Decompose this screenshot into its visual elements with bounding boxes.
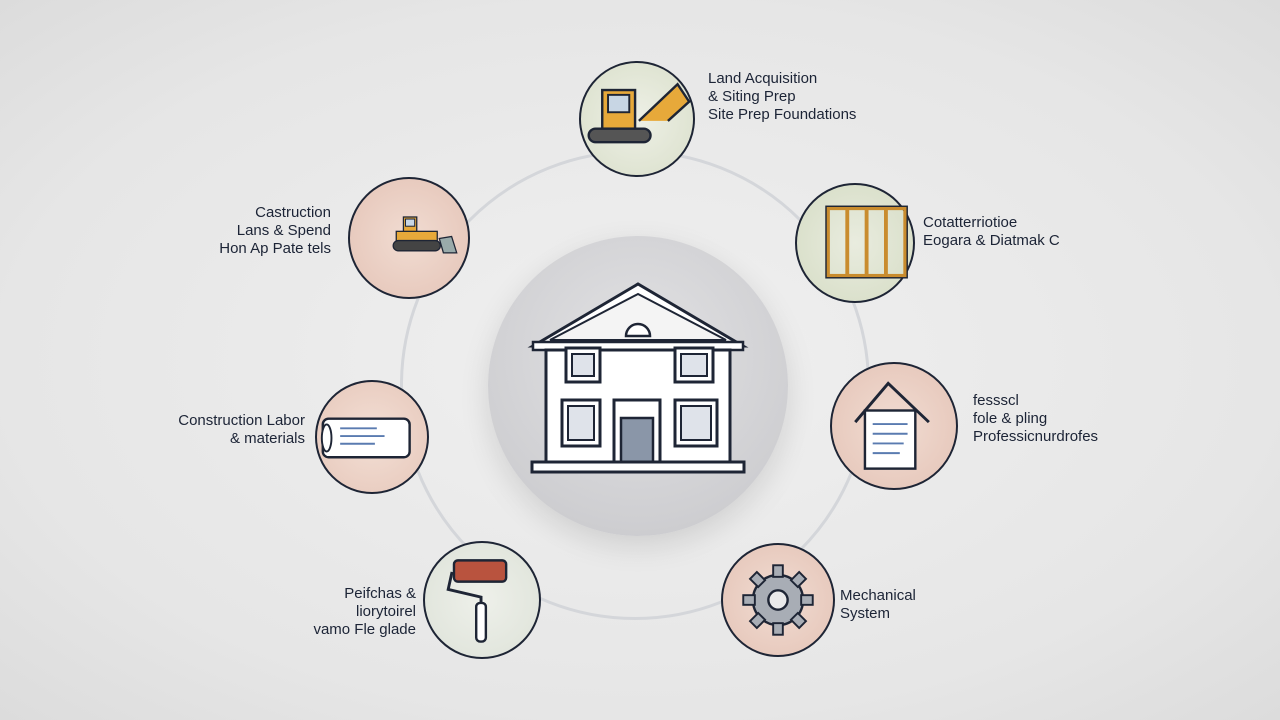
label-line: fessscl — [973, 392, 1019, 409]
label-line: Hon Ap Pate tels — [219, 240, 331, 257]
label-labor-materials: Construction Labor & materials — [150, 412, 305, 448]
paint-roller-icon — [446, 559, 508, 643]
node-professional-fees[interactable] — [830, 362, 958, 490]
label-line: Cotatterriotioe — [923, 214, 1018, 231]
label-construction: Castruction Lans & Spend Hon Ap Pate tel… — [200, 204, 331, 258]
label-line: Mechanical — [840, 587, 916, 604]
label-line: vamo Fle glade — [313, 621, 416, 638]
label-line: fole & pling — [973, 410, 1048, 427]
label-line: Land Acquisition — [708, 70, 818, 87]
node-framing[interactable] — [795, 183, 915, 303]
node-mechanical-system[interactable] — [721, 543, 835, 657]
framing-icon — [825, 205, 908, 279]
label-line: Eogara & Diatmak C — [923, 232, 1060, 249]
materials-roll-icon — [320, 417, 411, 459]
label-mechanical-system: Mechanical System — [840, 587, 916, 623]
label-line: & Siting Prep — [708, 88, 796, 105]
label-finishes: Peifchas & liorytoirel vamo Fle glade — [290, 585, 416, 639]
excavator-icon — [587, 82, 691, 144]
label-line: Site Prep Foundations — [708, 106, 857, 123]
label-line: Professicnurdrofes — [973, 428, 1099, 445]
label-framing: Cotatterriotioe Eogara & Diatmak C — [923, 214, 1060, 250]
label-professional-fees: fessscl fole & pling Professicnurdrofes — [973, 392, 1098, 446]
house-icon — [527, 282, 749, 474]
label-line: liorytoirel — [355, 603, 416, 620]
node-land-acquisition[interactable] — [579, 61, 695, 177]
label-line: Construction Labor — [178, 412, 305, 429]
node-construction[interactable] — [348, 177, 470, 299]
center-house-node — [488, 236, 788, 536]
label-line: System — [840, 605, 891, 622]
label-line: & materials — [229, 430, 305, 447]
label-line: Castruction — [255, 204, 331, 221]
gear-icon — [742, 564, 814, 636]
node-labor-materials[interactable] — [315, 380, 429, 494]
node-finishes[interactable] — [423, 541, 541, 659]
bulldozer-icon — [392, 216, 458, 254]
label-line: Lans & Spend — [236, 222, 331, 239]
label-land-acquisition: Land Acquisition & Siting Prep Site Prep… — [708, 70, 856, 124]
house-document-icon — [854, 381, 930, 470]
label-line: Peifchas & — [344, 585, 416, 602]
